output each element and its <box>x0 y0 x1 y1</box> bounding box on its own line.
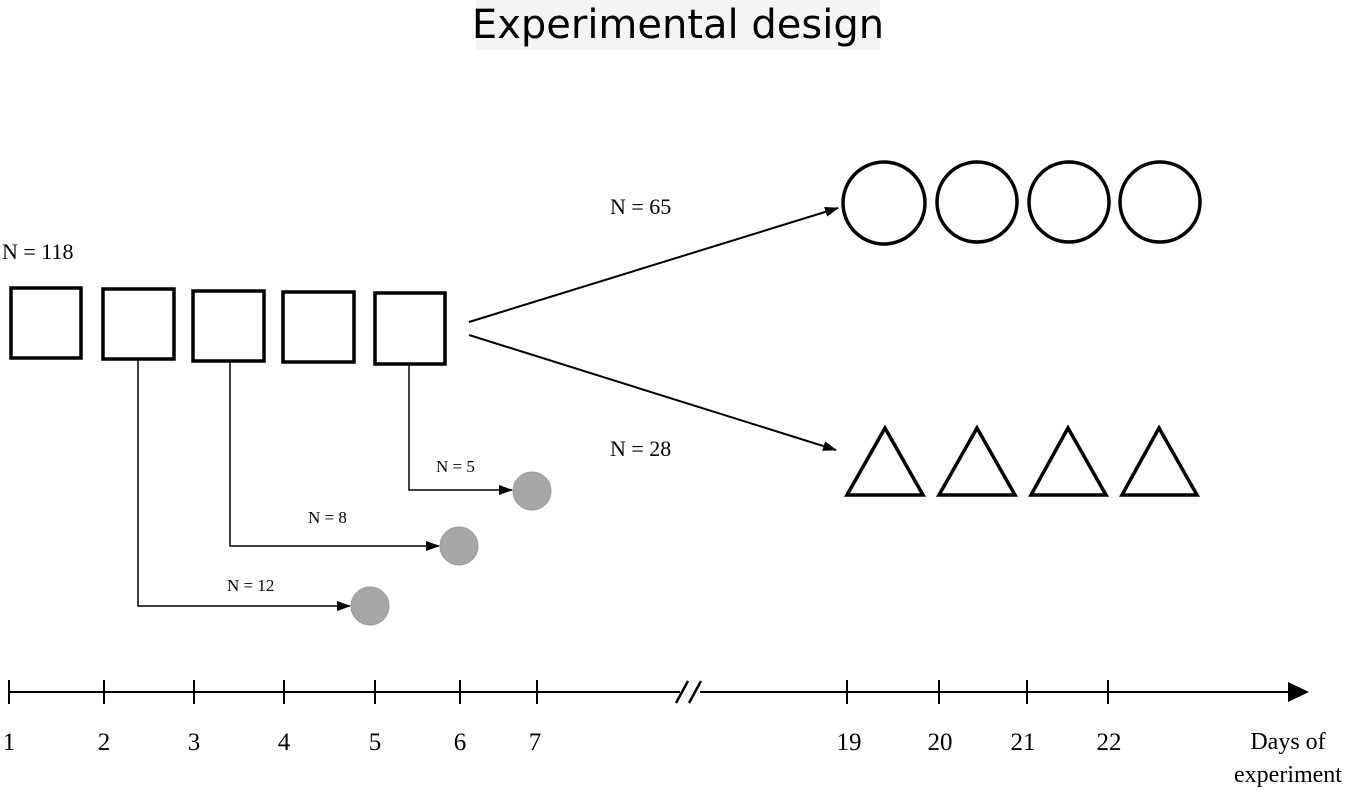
initial-square-5 <box>373 291 447 366</box>
initial-square-3 <box>191 289 266 363</box>
tick-label-20: 20 <box>928 729 953 756</box>
removal-marker-n8 <box>439 526 479 566</box>
upper-circle-3 <box>1027 160 1111 244</box>
axis-break-stroke-2 <box>687 680 703 704</box>
tick-label-7: 7 <box>529 729 542 756</box>
lower-branch-triangles <box>843 424 1201 497</box>
lower-triangle-4 <box>1119 424 1201 497</box>
lower-triangle-1 <box>843 424 927 497</box>
initial-squares <box>9 286 447 366</box>
axis-break-marker <box>674 680 703 704</box>
removal-path-n8 <box>229 361 440 551</box>
tick-label-21: 21 <box>1011 729 1036 756</box>
removal-path-n5 <box>408 364 513 495</box>
branch-arrow-upper <box>468 207 839 323</box>
removal-path-n12 <box>137 359 351 611</box>
upper-circle-4 <box>1118 160 1202 244</box>
tick-label-4: 4 <box>278 729 291 756</box>
branch-arrow-lower <box>468 334 837 451</box>
removal-n12-label: N = 12 <box>227 576 274 595</box>
removal-n8-label: N = 8 <box>308 508 347 527</box>
removal-n5-label: N = 5 <box>436 457 475 476</box>
page-title: Experimental design <box>472 2 884 48</box>
initial-n-label: N = 118 <box>2 239 73 264</box>
upper-branch-circles <box>841 160 1202 246</box>
tick-label-2: 2 <box>98 729 111 756</box>
tick-label-22: 22 <box>1097 729 1122 756</box>
upper-circle-1 <box>841 160 927 246</box>
removal-markers <box>350 471 552 626</box>
initial-square-2 <box>101 287 176 361</box>
removal-paths <box>137 359 513 611</box>
axis-caption-line-2: experiment <box>1234 762 1342 788</box>
tick-label-3: 3 <box>188 729 201 756</box>
timeline-ticks <box>8 680 1109 704</box>
lower-branch-n-label: N = 28 <box>610 436 671 461</box>
lower-triangle-2 <box>935 424 1019 497</box>
timeline-arrowhead <box>1288 682 1309 702</box>
tick-label-19: 19 <box>837 729 862 756</box>
initial-square-4 <box>281 290 356 364</box>
removal-marker-n12 <box>350 586 390 626</box>
upper-branch-n-label: N = 65 <box>610 194 671 219</box>
tick-label-6: 6 <box>454 729 467 756</box>
tick-label-5: 5 <box>369 729 382 756</box>
tick-label-1: 1 <box>3 729 16 756</box>
upper-circle-2 <box>935 160 1019 244</box>
initial-square-1 <box>9 286 83 360</box>
lower-triangle-3 <box>1028 424 1110 497</box>
title-background <box>476 0 880 50</box>
removal-marker-n5 <box>512 471 552 511</box>
axis-break-stroke-1 <box>674 680 690 704</box>
timeline-tick-labels: 1 2 3 4 5 6 7 19 20 21 22 <box>3 729 1122 756</box>
axis-caption-line-1: Days of <box>1250 729 1325 755</box>
